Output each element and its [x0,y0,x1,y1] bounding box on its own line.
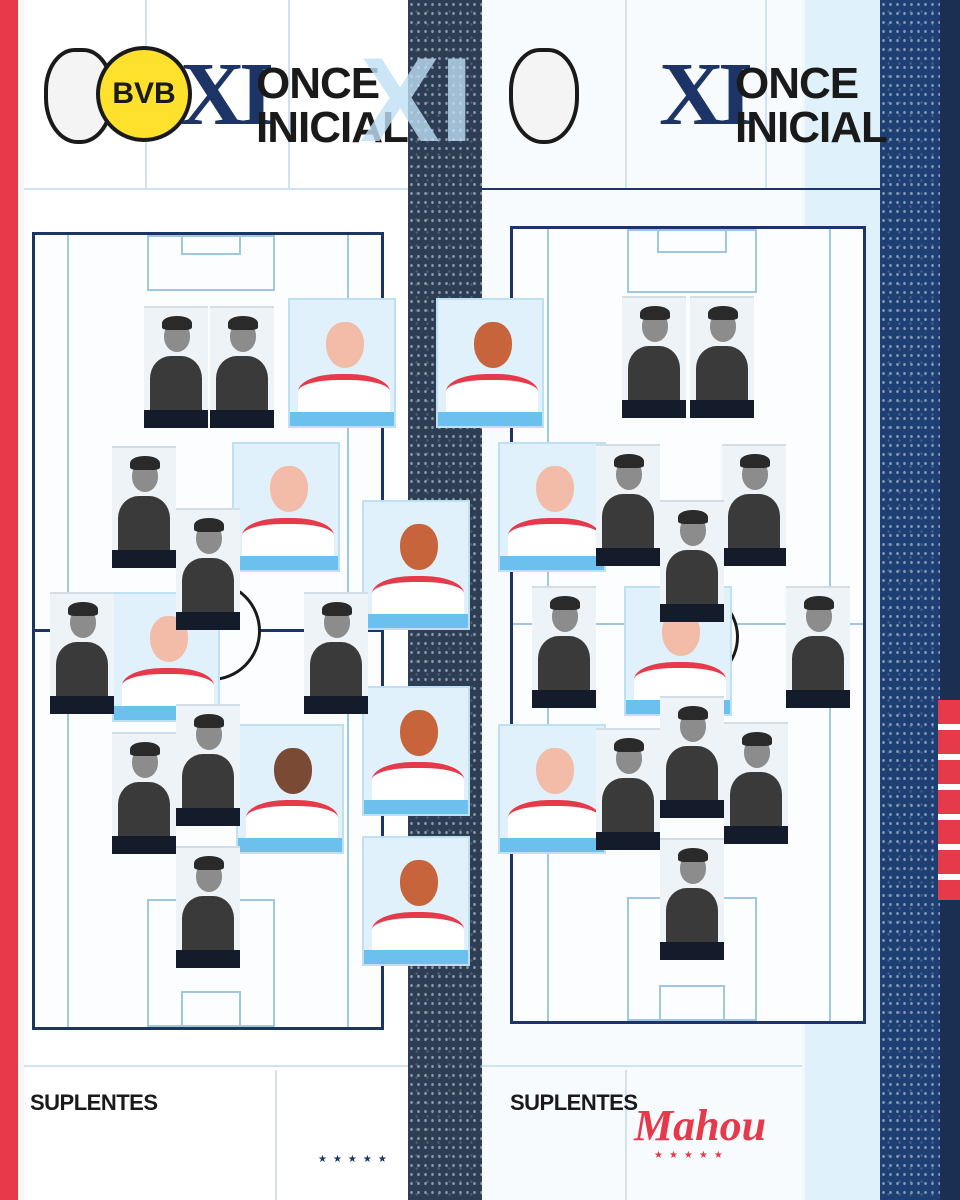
sponsor-stars-icon: ★★★★★ [654,1150,729,1161]
player-card [236,724,344,854]
player-card [288,298,396,428]
guide-line [482,188,882,190]
player-photo [722,444,786,566]
guide-line [765,0,767,190]
guide-line [482,1065,802,1067]
player-photo [176,846,240,968]
substitutes-left: SUPLENTES [30,1090,400,1116]
guide-line [625,0,627,190]
player-photo [596,728,660,850]
player-card [362,836,470,966]
substitutes-title: SUPLENTES [510,1090,638,1115]
header-right: XI ONCE INICIAL [505,28,888,168]
player-photo [112,732,176,854]
guide-line [288,0,290,190]
player-photo [724,722,788,844]
player-photo [304,592,368,714]
xi-mark: XI [659,45,753,144]
wordmark: ONCE INICIAL [256,59,409,152]
guide-line [625,1070,627,1200]
player-photo [690,296,754,418]
player-photo [532,586,596,708]
bvb-crest-icon: BVB [96,46,192,142]
guide-line [275,1070,277,1200]
player-photo [660,838,724,960]
player-photo [660,696,724,818]
player-card [232,442,340,572]
header-left: BVB XI ONCE INICIAL [30,28,410,168]
substitutes-title: SUPLENTES [30,1090,158,1115]
player-photo [210,306,274,428]
player-card [498,724,606,854]
player-photo [176,508,240,630]
guide-line [24,1065,408,1067]
player-photo [786,586,850,708]
club-crest-icon [509,48,579,144]
player-photo [176,704,240,826]
red-side-stripe [0,0,24,1200]
crowd-photo-strip-right [880,0,940,1200]
player-card [362,686,470,816]
player-photo [144,306,208,428]
player-photo [622,296,686,418]
sponsor-logo-mahou: Mahou [634,1101,767,1150]
player-photo [596,444,660,566]
player-photo [50,592,114,714]
xi-mark: XI [180,45,274,144]
sponsor-stars-icon: ★★★★★ [318,1154,393,1165]
player-photo [112,446,176,568]
xi-ghost-mark: XI [360,33,474,167]
player-card [436,298,544,428]
navy-right-edge [940,0,960,1200]
wordmark: ONCE INICIAL [735,59,888,152]
player-photo [660,500,724,622]
guide-line [24,188,408,190]
player-card [362,500,470,630]
substitutes-right: SUPLENTES [510,1090,810,1116]
player-card [498,442,606,572]
red-ribbon [938,700,960,900]
